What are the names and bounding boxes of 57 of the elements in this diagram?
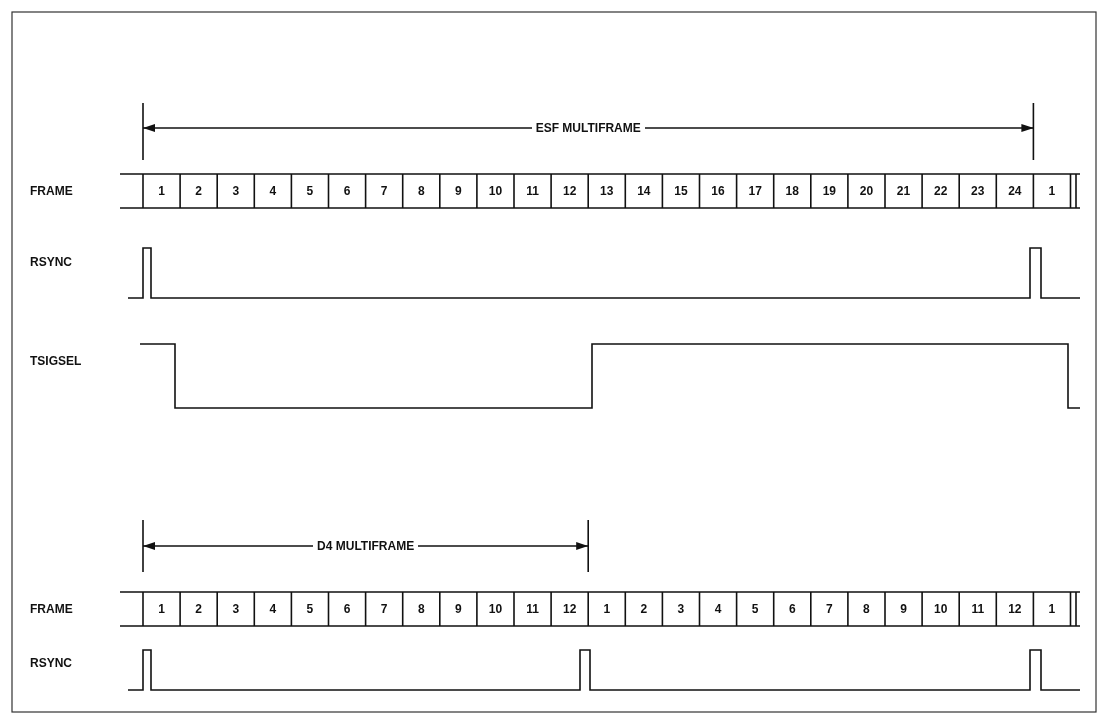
frame-number: 19: [821, 184, 837, 198]
frame-number: 8: [416, 184, 426, 198]
frame-number: 1: [157, 602, 166, 616]
frame-number: 9: [454, 602, 463, 616]
frame-number: 20: [858, 184, 875, 198]
frame-number: 7: [379, 184, 389, 198]
frame-number: 10: [487, 602, 504, 616]
dimension-label: ESF MULTIFRAME: [531, 121, 645, 135]
frame-number: 6: [342, 184, 352, 198]
frame-number: 6: [787, 602, 797, 616]
frame-number: 2: [194, 184, 203, 198]
signal-label: FRAME: [30, 602, 73, 616]
frame-number: 10: [487, 184, 504, 198]
frame-number: 5: [305, 184, 315, 198]
frame-number: 15: [673, 184, 689, 198]
frame-number: 12: [561, 184, 578, 198]
frame-number: 2: [639, 602, 649, 616]
frame-number: 12: [1007, 602, 1023, 616]
frame-number: 7: [379, 602, 389, 616]
frame-number: 5: [750, 602, 760, 616]
frame-number: 11: [525, 184, 540, 198]
frame-number: 4: [713, 602, 723, 616]
dimension-label: D4 MULTIFRAME: [313, 539, 419, 553]
frame-number: 13: [599, 184, 615, 198]
frame-number: 2: [194, 602, 203, 616]
frame-number: 4: [268, 602, 278, 616]
frame-number: 1: [157, 184, 166, 198]
frame-number: 21: [895, 184, 912, 198]
frame-number: 8: [862, 602, 871, 616]
frame-number: 24: [1007, 184, 1023, 198]
frame-number: 6: [342, 602, 352, 616]
frame-number: 3: [676, 602, 686, 616]
frame-number: 3: [231, 184, 241, 198]
signal-label: FRAME: [30, 184, 73, 198]
frame-number: 1: [1047, 184, 1057, 198]
frame-number: 3: [231, 602, 241, 616]
frame-number: 1: [602, 602, 612, 616]
signal-label: TSIGSEL: [30, 354, 82, 368]
frame-number: 23: [970, 184, 986, 198]
frame-number: 12: [561, 602, 578, 616]
frame-number: 14: [636, 184, 652, 198]
frame-number: 7: [825, 602, 834, 616]
frame-number: 16: [710, 184, 726, 198]
frame-number: 22: [932, 184, 949, 198]
signal-label: RSYNC: [30, 656, 72, 670]
frame-number: 11: [970, 602, 986, 616]
frame-number: 9: [454, 184, 463, 198]
frame-number: 10: [932, 602, 949, 616]
frame-number: 11: [525, 602, 540, 616]
frame-number: 8: [416, 602, 426, 616]
signal-label: RSYNC: [30, 255, 72, 269]
frame-number: 1: [1047, 602, 1057, 616]
frame-number: 17: [747, 184, 763, 198]
frame-number: 4: [268, 184, 278, 198]
frame-number: 9: [899, 602, 908, 616]
frame-number: 18: [784, 184, 800, 198]
frame-number: 5: [305, 602, 315, 616]
